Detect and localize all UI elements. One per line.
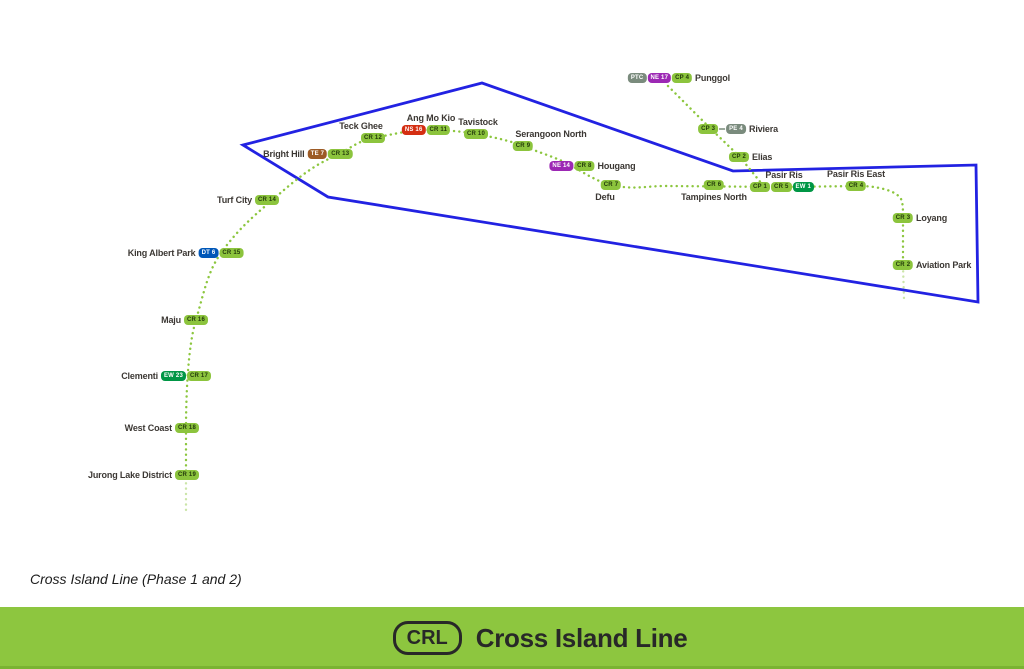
route-punggol-branch [666, 84, 764, 186]
station-badges: CR 16 [183, 315, 209, 325]
station-badges: CR 18 [174, 423, 200, 433]
station-badges: CR 9 [512, 141, 534, 151]
line-badge-cr-15: CR 15 [219, 248, 244, 258]
station-label: Jurong Lake District [87, 470, 172, 480]
station-label: Defu [595, 192, 615, 202]
station-badges: CP 3 PE 4 [698, 124, 746, 134]
station-label: King Albert Park [127, 248, 196, 258]
line-badge-cr-9: CR 9 [512, 141, 534, 151]
footer-content: CRL Cross Island Line [392, 621, 688, 655]
station-badges: CR 12 [360, 133, 386, 143]
station-label: Turf City [217, 195, 252, 205]
line-badge-cr-8: CR 8 [574, 161, 595, 171]
station-badges: CR 10 [463, 129, 489, 139]
station-label: Teck Ghee [339, 121, 383, 131]
station-label: Ang Mo Kio [406, 113, 456, 123]
line-badge-cp-3: CP 3 [698, 124, 719, 134]
footer-bar: CRL Cross Island Line [0, 607, 1024, 669]
footer-line-title: Cross Island Line [475, 622, 688, 653]
boundary-polygon [239, 81, 980, 304]
station-label: Pasir Ris East [827, 169, 885, 179]
map-caption: Cross Island Line (Phase 1 and 2) [30, 571, 242, 587]
line-badge-cr-5: CR 5 [771, 182, 792, 192]
station-label: Riviera [749, 124, 778, 134]
station-label: Loyang [916, 213, 948, 223]
line-badge-ne-14: NE 14 [549, 161, 574, 171]
station-badges: CR 19 [174, 470, 200, 480]
route-fade-southeast [901, 264, 906, 301]
station-label: Tampines North [681, 192, 747, 202]
line-badge-cr-6: CR 6 [703, 180, 725, 190]
station-label: Bright Hill [263, 149, 305, 159]
station-badges: CR 4 [845, 181, 867, 191]
line-badge-cr-13: CR 13 [328, 149, 353, 159]
station-label: Maju [161, 315, 181, 325]
station-badges: CR 14 [254, 195, 280, 205]
line-badge-cp-2: CP 2 [728, 152, 750, 162]
station-badges: CR 6 [703, 180, 725, 190]
station-badges: CR 3 [892, 213, 914, 223]
line-badge-te-7: TE 7 [307, 149, 328, 159]
station-label: Punggol [695, 73, 730, 83]
line-badge-ns-16: NS 16 [401, 125, 426, 135]
footer-edge-line [0, 666, 1024, 669]
crl-line-badge: CRL [392, 621, 462, 655]
line-badge-cp-4: CP 4 [672, 73, 693, 83]
line-badge-cr-2: CR 2 [892, 260, 914, 270]
line-badge-cr-19: CR 19 [174, 470, 200, 480]
station-label: West Coast [124, 423, 173, 433]
station-label: Hougang [597, 161, 636, 171]
station-badges: CR 7 [600, 180, 622, 190]
line-badge-ew-1: EW 1 [792, 182, 814, 192]
station-badges: CP 2 [728, 152, 750, 162]
line-badge-cr-12: CR 12 [360, 133, 386, 143]
station-label: Aviation Park [916, 260, 972, 270]
line-badge-cr-7: CR 7 [600, 180, 622, 190]
station-label: Elias [752, 152, 773, 162]
line-badge-cr-10: CR 10 [463, 129, 489, 139]
badge-connector [719, 128, 726, 130]
station-label: Serangoon North [515, 129, 587, 139]
line-badge-cr-18: CR 18 [174, 423, 200, 433]
line-badge-dt-6: DT 6 [198, 248, 219, 258]
line-badge-cr-11: CR 11 [426, 125, 451, 135]
line-badge-ew-23: EW 23 [160, 371, 186, 381]
station-label: Clementi [121, 371, 158, 381]
station-badges: CR 2 [892, 260, 914, 270]
station-label: Pasir Ris [765, 170, 803, 180]
line-badge-cr-3: CR 3 [892, 213, 914, 223]
line-badge-cr-17: CR 17 [187, 371, 212, 381]
line-badge-cr-16: CR 16 [183, 315, 209, 325]
line-badge-ptc: PTC [627, 73, 647, 83]
station-label: Tavistock [458, 117, 498, 127]
line-badge-ne-17: NE 17 [647, 73, 672, 83]
line-badge-cr-4: CR 4 [845, 181, 867, 191]
line-badge-pe-4: PE 4 [726, 124, 746, 134]
line-badge-cr-14: CR 14 [254, 195, 280, 205]
line-badge-cp-1: CP 1 [750, 182, 771, 192]
